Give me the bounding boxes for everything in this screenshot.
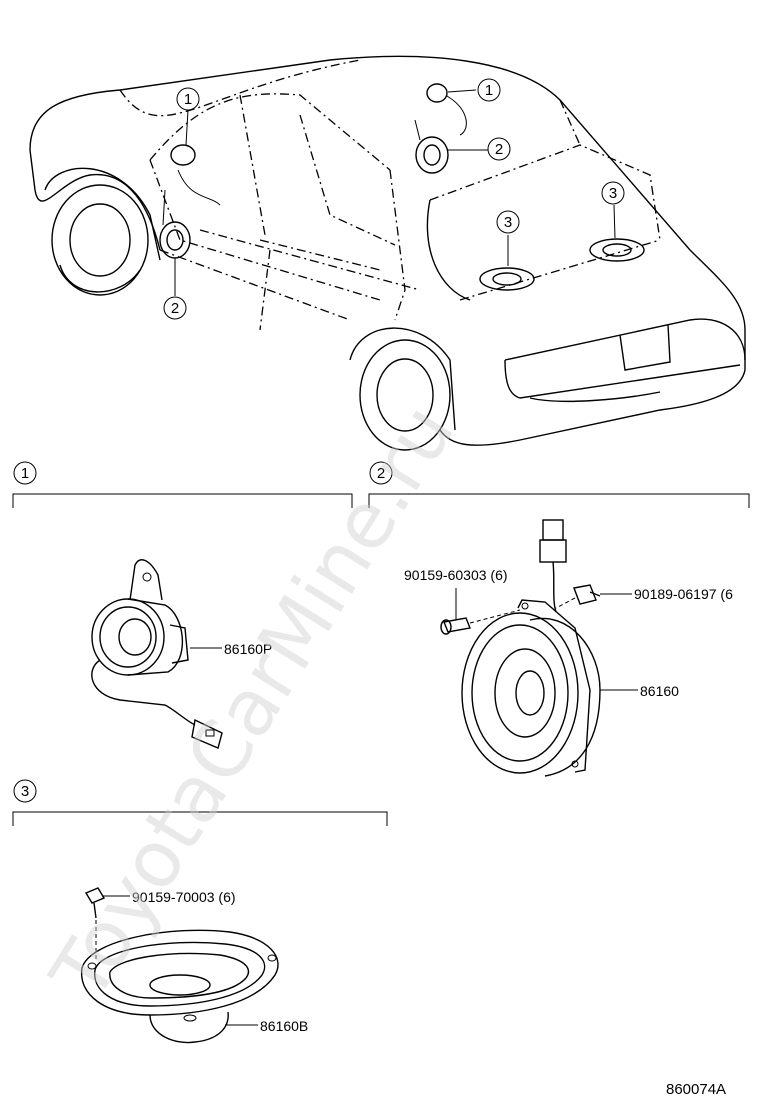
part-label-86160: 86160 (640, 683, 679, 699)
part-label-90159-70003: 90159-70003 (6) (132, 889, 236, 905)
speaker-86160 (461, 519, 601, 777)
part-label-90189-06197: 90189-06197 (6 (634, 586, 733, 602)
section-2: 2 90159-60303 (6) (368, 461, 750, 777)
screw-90159-70003 (84, 887, 106, 962)
section-3-number: 3 (21, 783, 29, 800)
car-callout-2b: 2 (163, 296, 187, 320)
car-callout-2a: 2 (487, 137, 511, 161)
section-3: 3 90159-70003 (6) 86160B (12, 779, 388, 1044)
svg-text:2: 2 (171, 300, 179, 317)
part-label-90159-60303: 90159-60303 (6) (404, 567, 508, 583)
car-overview (29, 55, 746, 451)
car-callout-1a: 1 (176, 87, 200, 111)
part-label-86160b: 86160B (260, 1018, 308, 1034)
watermark: ToyotaCarMine.ru (34, 390, 472, 1016)
car-callout-3b: 3 (601, 181, 625, 205)
svg-text:3: 3 (504, 214, 512, 231)
speaker-86160b (80, 929, 279, 1044)
screw-90159-60303 (440, 609, 521, 635)
car-callout-1b: 1 (477, 78, 501, 102)
svg-text:1: 1 (485, 82, 493, 99)
section-2-number: 2 (377, 465, 385, 482)
car-callout-3a: 3 (496, 210, 520, 234)
section-1: 1 86160P (12, 461, 353, 749)
clip-90189-06197 (555, 584, 601, 609)
speaker-86160p (91, 559, 223, 749)
svg-text:1: 1 (184, 91, 192, 108)
section-1-number: 1 (21, 465, 29, 482)
svg-text:2: 2 (495, 141, 503, 158)
svg-text:3: 3 (609, 185, 617, 202)
part-label-86160p: 86160P (224, 641, 272, 657)
diagram-code: 860074A (666, 1081, 726, 1098)
